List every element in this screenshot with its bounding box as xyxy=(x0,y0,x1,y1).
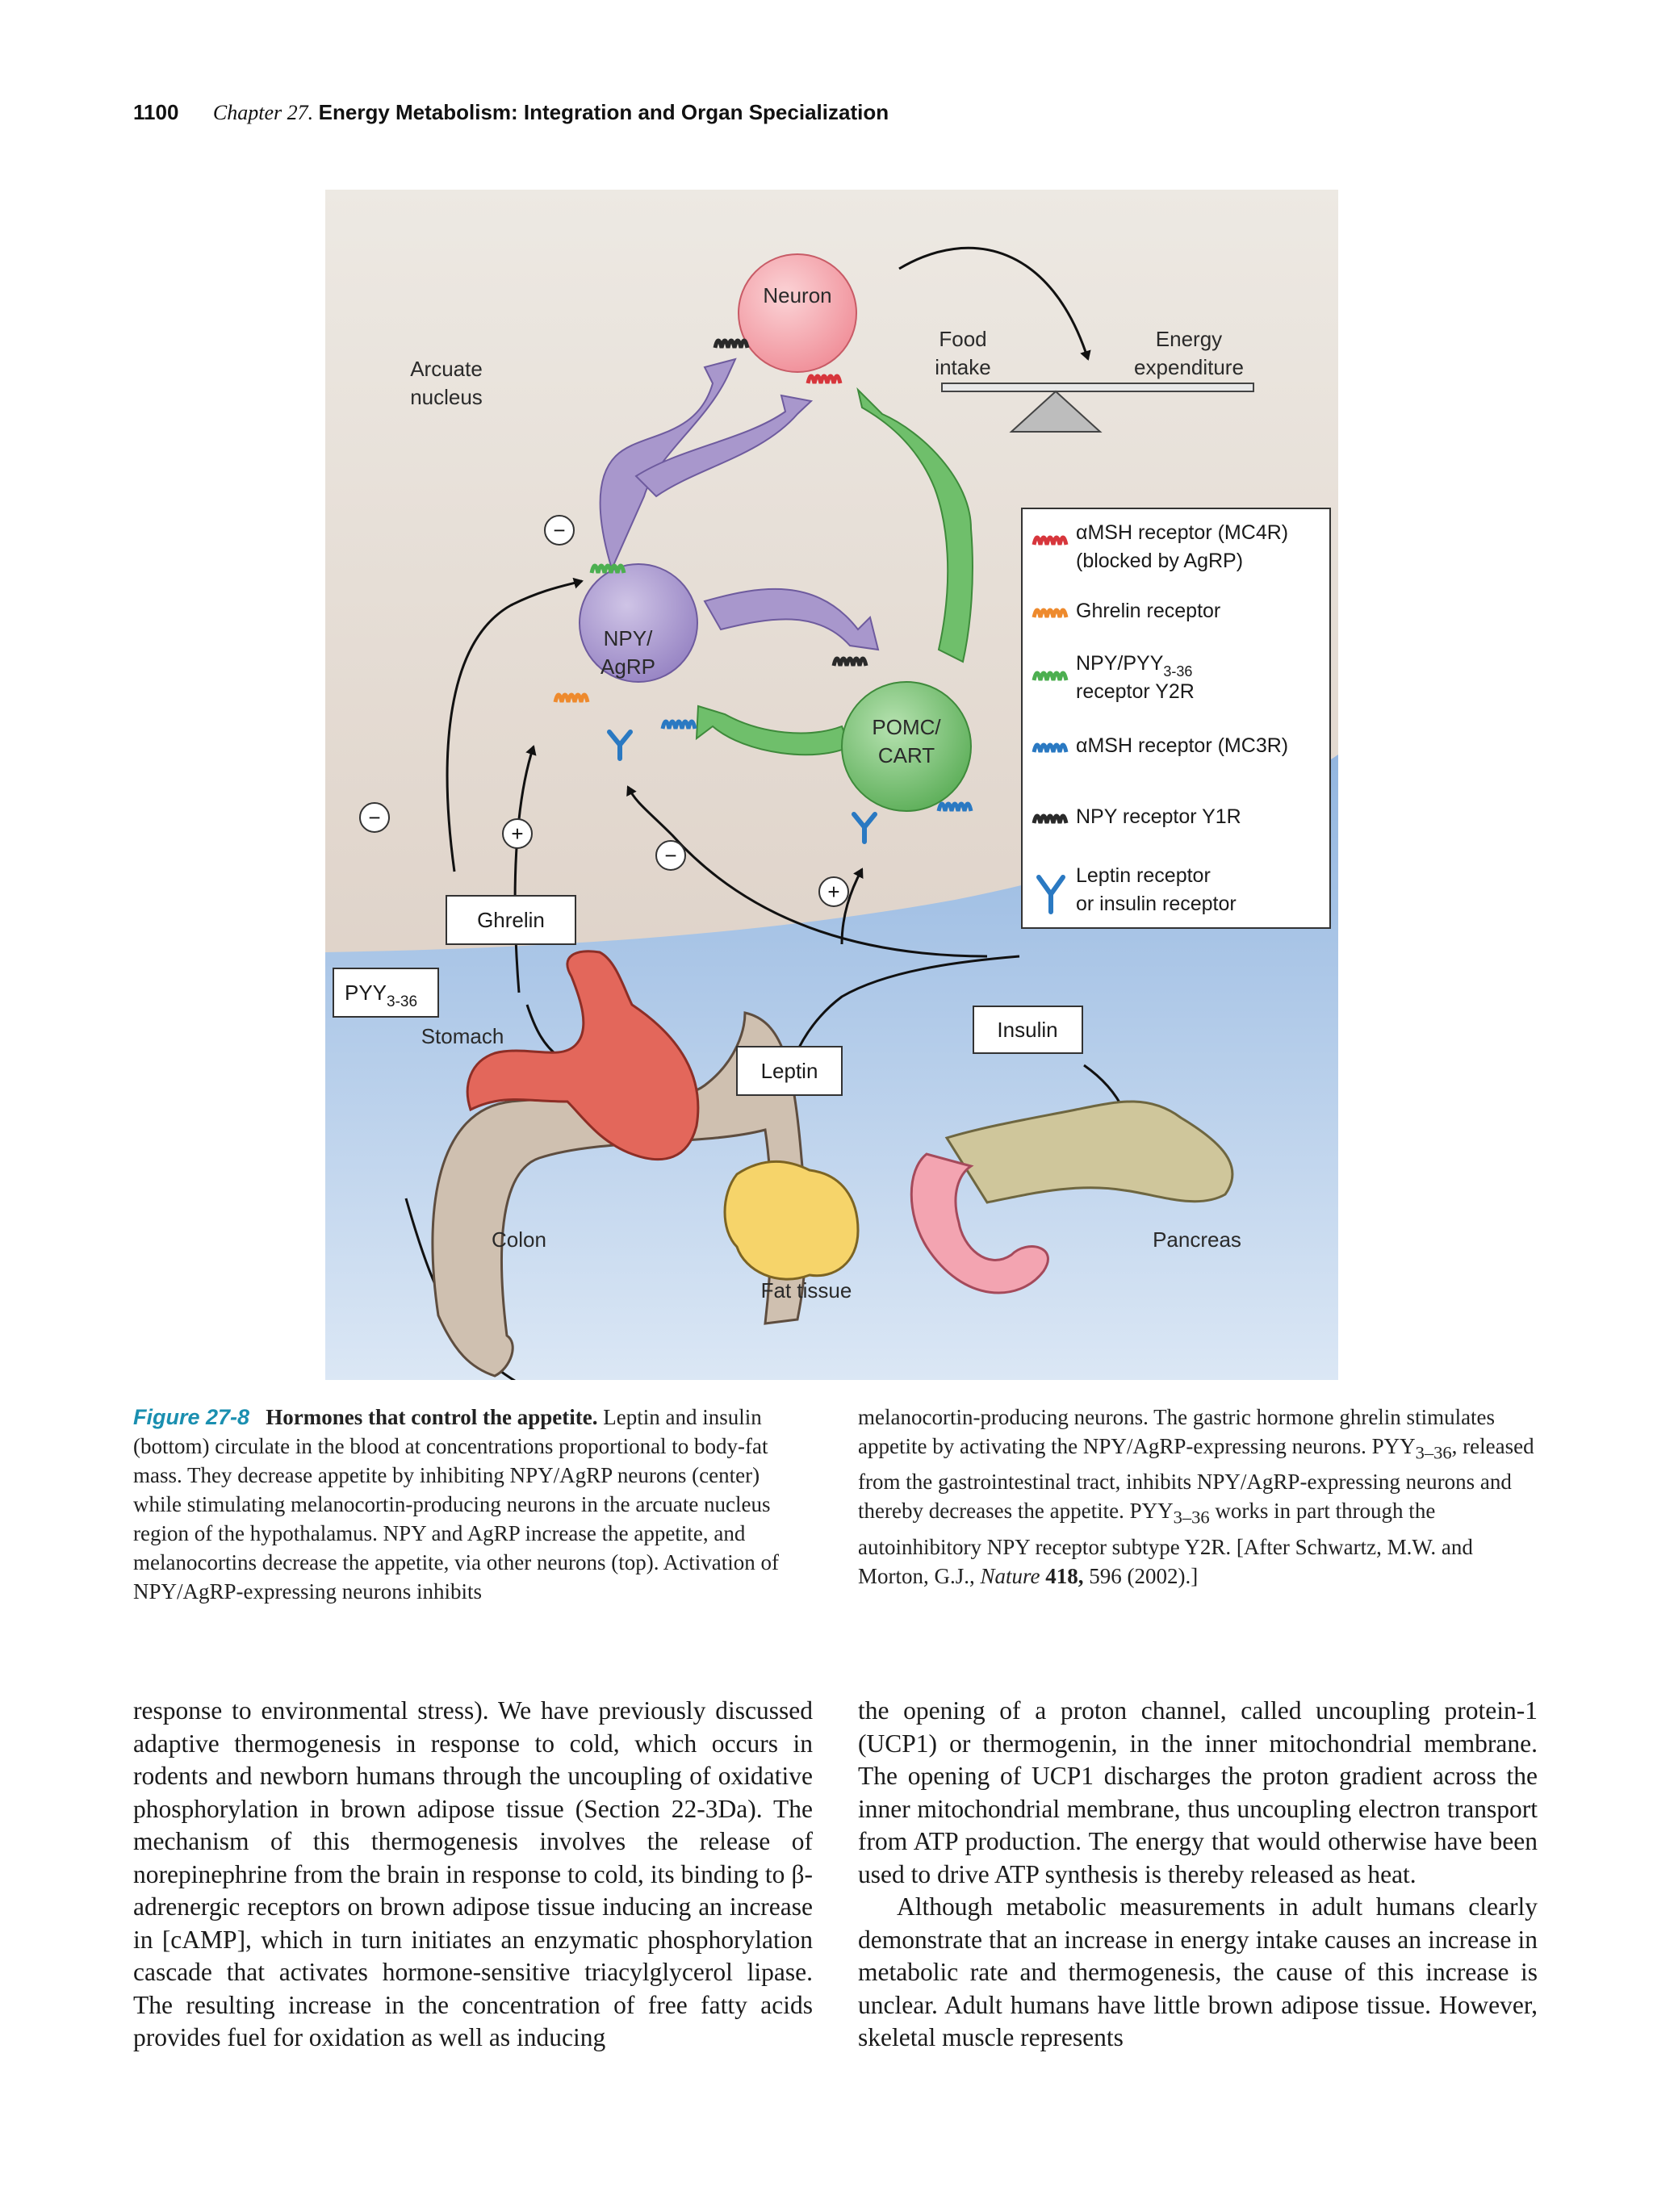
food-intake-line2: intake xyxy=(935,355,990,379)
body-column-left: response to environmental stress). We ha… xyxy=(133,1695,813,2055)
chapter-title: Energy Metabolism: Integration and Organ… xyxy=(318,100,889,124)
running-head: 1100 Chapter 27. Energy Metabolism: Inte… xyxy=(133,100,889,125)
legend-mc3r: αMSH receptor (MC3R) xyxy=(1076,734,1288,757)
ghrelin-receptor-npy-icon xyxy=(553,692,590,703)
mc3r-receptor-npy-icon xyxy=(660,719,697,730)
svg-text:−: − xyxy=(664,843,676,868)
figure-caption-right: melanocortin-producing neurons. The gast… xyxy=(858,1405,1534,1588)
npy-axon-branches xyxy=(599,358,880,651)
pyy-inhibit-arrow xyxy=(446,577,584,872)
food-intake-line1: Food xyxy=(939,327,986,351)
neuron-to-balance-arrow xyxy=(898,246,1091,361)
svg-text:Leptin: Leptin xyxy=(761,1059,818,1083)
svg-text:−: − xyxy=(368,805,380,830)
legend-leptin-receptor-icon xyxy=(1036,875,1065,914)
food-energy-balance xyxy=(941,383,1254,433)
energy-expenditure-line2: expenditure xyxy=(1134,355,1244,379)
ghrelin-stimulate-arrow xyxy=(513,745,537,993)
legend-mc4r-line2: (blocked by AgRP) xyxy=(1076,550,1243,572)
body-column-right: the opening of a proton channel, called … xyxy=(858,1695,1538,2055)
stomach-label: Stomach xyxy=(421,1024,504,1048)
minus-sign-npy: − xyxy=(544,515,575,546)
body-paragraph: response to environmental stress). We ha… xyxy=(133,1696,813,2051)
pyy-box: PYY3-36 xyxy=(333,968,439,1018)
arcuate-label-line2: nucleus xyxy=(410,385,483,409)
npy-agrp-label-line1: NPY/ xyxy=(604,626,653,650)
insulin-leptin-inhibit-arrow xyxy=(626,785,988,958)
pomc-cart-neuron xyxy=(841,681,972,812)
legend-leptin-line2: or insulin receptor xyxy=(1076,893,1237,915)
mc3r-receptor-pomc-icon xyxy=(936,801,973,812)
pomc-axon-branches xyxy=(695,387,973,756)
legend-mc3r-icon xyxy=(1032,742,1069,753)
pancreas-label: Pancreas xyxy=(1153,1227,1241,1252)
minus-sign-pyy: − xyxy=(359,802,390,833)
fat-tissue-label: Fat tissue xyxy=(761,1278,852,1303)
body-paragraph: the opening of a proton channel, called … xyxy=(858,1696,1538,1888)
chapter-number: Chapter 27. xyxy=(212,101,314,124)
legend-mc4r-line1: αMSH receptor (MC4R) xyxy=(1076,521,1288,544)
figure-title: Hormones that control the appetite. xyxy=(266,1405,598,1429)
caption-left-text: Leptin and insulin (bottom) circulate in… xyxy=(133,1405,779,1604)
legend-y2r-icon xyxy=(1032,671,1069,681)
svg-text:Insulin: Insulin xyxy=(997,1018,1057,1042)
pomc-cart-label-line2: CART xyxy=(878,743,935,767)
arcuate-label-line1: Arcuate xyxy=(410,357,483,381)
svg-text:+: + xyxy=(511,822,523,846)
stomach-illustration xyxy=(466,950,700,1161)
npy-agrp-neuron xyxy=(579,563,698,683)
insulin-leptin-stimulate-arrow xyxy=(840,868,864,945)
pomc-cart-label-line1: POMC/ xyxy=(872,715,941,739)
figure-27-8: − − + − + αMSH receptor (MC4R) (blocked … xyxy=(325,190,1338,1380)
minus-sign-leptin: − xyxy=(655,840,686,871)
legend-y1r: NPY receptor Y1R xyxy=(1076,805,1241,828)
legend-y2r-line1: NPY/PYY3-36 xyxy=(1076,652,1192,679)
legend-ghrelin: Ghrelin receptor xyxy=(1076,600,1220,622)
colon-label: Colon xyxy=(492,1227,546,1252)
y1r-receptor-icon xyxy=(713,338,750,349)
receptor-legend: αMSH receptor (MC4R) (blocked by AgRP) G… xyxy=(1021,508,1331,929)
leptin-receptor-npy-icon xyxy=(607,730,633,761)
y1r-receptor-pomc-icon xyxy=(831,656,868,667)
leptin-receptor-pomc-icon xyxy=(852,812,877,844)
legend-leptin-line1: Leptin receptor xyxy=(1076,864,1211,887)
legend-y2r-line2: receptor Y2R xyxy=(1076,680,1195,703)
body-paragraph: Although metabolic measurements in adult… xyxy=(858,1892,1538,2051)
appetite-hormone-diagram: − − + − + αMSH receptor (MC4R) (blocked … xyxy=(325,190,1338,1380)
neuron-label: Neuron xyxy=(763,283,831,307)
energy-expenditure-line1: Energy xyxy=(1156,327,1222,351)
svg-text:PYY3-36: PYY3-36 xyxy=(345,981,417,1010)
npy-agrp-label-line2: AgRP xyxy=(601,654,655,679)
page-number: 1100 xyxy=(133,100,179,124)
plus-sign-ghrelin: + xyxy=(502,818,533,849)
fat-tissue-illustration xyxy=(723,1160,860,1281)
mc4r-receptor-icon xyxy=(806,374,843,384)
svg-text:Ghrelin: Ghrelin xyxy=(477,908,545,932)
pancreas-illustration xyxy=(910,1100,1234,1294)
leptin-box: Leptin xyxy=(736,1046,843,1096)
svg-text:−: − xyxy=(553,518,565,542)
insulin-box: Insulin xyxy=(973,1006,1083,1054)
legend-mc4r-icon xyxy=(1032,535,1069,546)
y2r-receptor-npy-icon xyxy=(589,563,626,574)
figure-caption-left: Figure 27-8 Hormones that control the ap… xyxy=(133,1403,813,1606)
legend-ghrelin-icon xyxy=(1032,608,1069,618)
figure-label: Figure 27-8 xyxy=(133,1405,250,1429)
ghrelin-box: Ghrelin xyxy=(446,895,576,945)
neuron-cell xyxy=(738,253,857,373)
legend-y1r-icon xyxy=(1032,813,1069,824)
svg-text:+: + xyxy=(827,880,839,904)
plus-sign-pomc: + xyxy=(818,876,849,907)
